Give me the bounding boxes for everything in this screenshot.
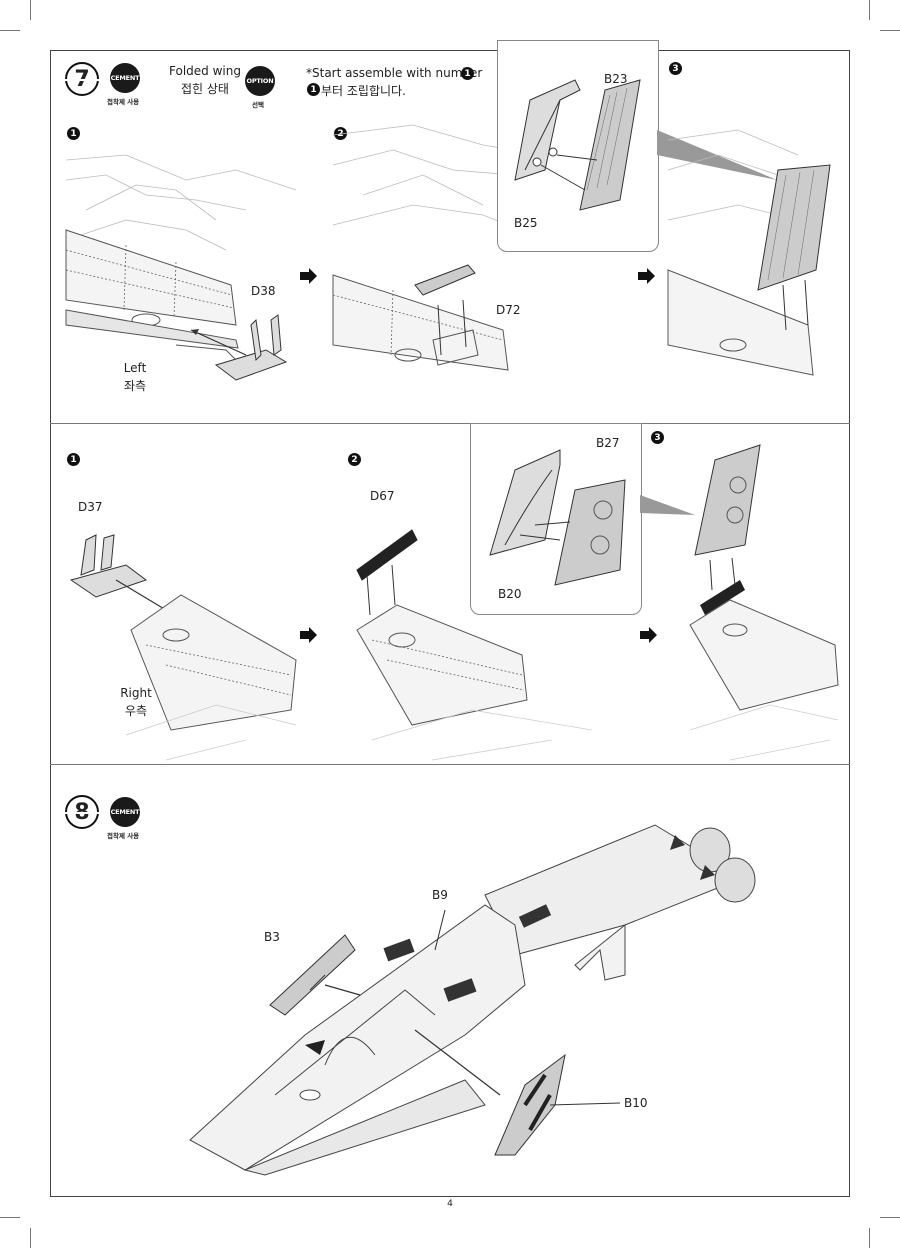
- sub-step-marker-1: 1: [461, 67, 474, 80]
- fin-assembly-detail: [514, 79, 641, 211]
- page-frame: [50, 50, 850, 1197]
- option-badge-caption: 선택: [252, 101, 264, 109]
- right-wing-drawing-3: [689, 444, 839, 761]
- part-label-b10: B10: [624, 1096, 648, 1110]
- step-number-7: 7: [63, 62, 101, 96]
- page-number: 4: [447, 1199, 453, 1209]
- crop-mark: [869, 1228, 870, 1248]
- step-number-8: 8: [63, 795, 101, 829]
- detail-callout: [497, 40, 659, 252]
- right-wing-drawing-1: [69, 534, 297, 761]
- sub-step-marker-2: 2: [348, 453, 361, 466]
- start-note-kr: 부터 조립합니다.: [321, 84, 406, 98]
- next-step-arrow: [300, 268, 317, 284]
- cement-badge-caption: 접착제 사용: [107, 98, 140, 106]
- option-badge: OPTION: [245, 66, 275, 96]
- left-wing-drawing-1: [65, 154, 297, 381]
- side-label-left: Left: [123, 361, 147, 375]
- sub-step-marker-1: 1: [67, 453, 80, 466]
- section-divider: [50, 764, 850, 765]
- part-label-b27: B27: [596, 436, 620, 450]
- sub-step-marker-3: 3: [651, 431, 664, 444]
- cement-badge-caption: 접착제 사용: [107, 832, 140, 840]
- fin-assembly-detail: [489, 449, 626, 586]
- next-step-arrow: [638, 268, 655, 284]
- part-label-b3: B3: [264, 930, 280, 944]
- cement-badge: CEMENT: [110, 797, 140, 827]
- folded-wing-label: Folded wing: [169, 64, 241, 78]
- cement-badge: CEMENT: [110, 63, 140, 93]
- callout-pointer: [640, 495, 695, 515]
- crop-mark: [869, 0, 870, 20]
- start-note: *Start assemble with number: [306, 66, 483, 80]
- sub-step-marker-1: 1: [307, 83, 320, 96]
- left-wing-drawing-3: [667, 129, 831, 376]
- part-label-d37: D37: [78, 500, 103, 514]
- part-label-b25: B25: [514, 216, 538, 230]
- crop-mark: [0, 30, 20, 31]
- side-label-right: Right: [120, 686, 152, 700]
- right-wing-drawing-2: [356, 529, 593, 761]
- crop-mark: [30, 1228, 31, 1248]
- sub-step-marker-1: 1: [67, 127, 80, 140]
- left-wing-drawing-2: [332, 124, 544, 371]
- part-label-b20: B20: [498, 587, 522, 601]
- side-label-right-kr: 우측: [124, 704, 148, 718]
- part-label-d67: D67: [370, 489, 395, 503]
- next-step-arrow: [640, 627, 657, 643]
- side-label-left-kr: 좌측: [123, 379, 147, 393]
- crop-mark: [880, 1217, 900, 1218]
- section-divider: [50, 423, 850, 424]
- part-label-b9: B9: [432, 888, 448, 902]
- part-label-d72: D72: [496, 303, 521, 317]
- crop-mark: [0, 1217, 20, 1218]
- fuselage-assembly-drawing: [189, 824, 756, 1176]
- sub-step-marker-3: 3: [669, 62, 682, 75]
- part-label-b23: B23: [604, 72, 628, 86]
- folded-wing-label-kr: 접힌 상태: [181, 82, 229, 96]
- sub-step-marker-2: 2: [334, 127, 347, 140]
- part-label-d38: D38: [251, 284, 276, 298]
- crop-mark: [30, 0, 31, 20]
- next-step-arrow: [300, 627, 317, 643]
- crop-mark: [880, 30, 900, 31]
